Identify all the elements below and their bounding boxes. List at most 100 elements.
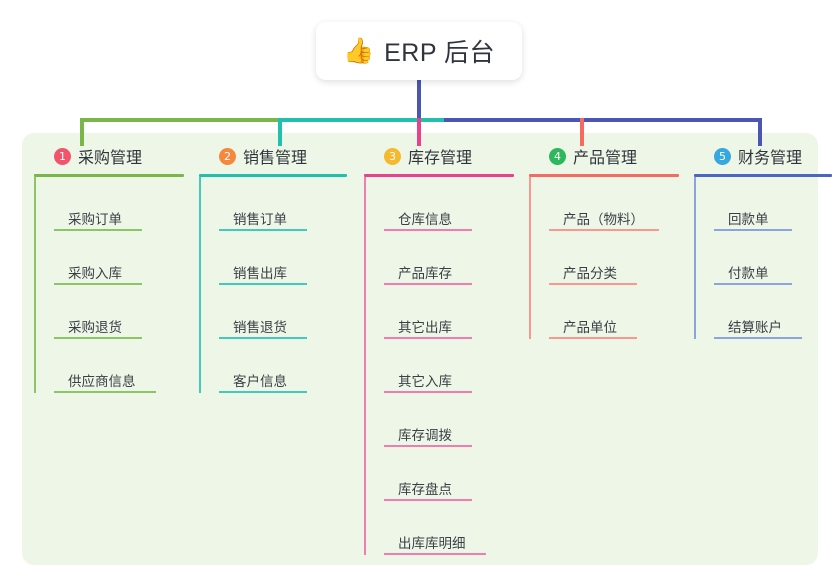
leaf-item-label: 销售订单	[233, 212, 287, 227]
category-header[interactable]: 2 销售管理	[199, 144, 347, 168]
category-title: 产品管理	[573, 150, 638, 167]
leaf-underline	[714, 283, 792, 285]
category-title: 库存管理	[408, 150, 473, 167]
branch-spine	[199, 177, 201, 393]
leaf-item[interactable]: 库存调拨	[384, 393, 514, 447]
category-title: 采购管理	[78, 150, 143, 167]
leaf-item[interactable]: 回款单	[714, 177, 832, 231]
leaf-item[interactable]: 销售退货	[219, 285, 347, 339]
leaf-item-label: 采购订单	[68, 212, 122, 227]
leaf-item[interactable]: 销售出库	[219, 231, 347, 285]
leaf-item[interactable]: 采购订单	[54, 177, 184, 231]
category-header[interactable]: 1 采购管理	[34, 144, 184, 168]
leaf-underline	[384, 229, 472, 231]
category-underline	[694, 174, 832, 177]
leaf-underline	[384, 553, 486, 555]
leaf-underline	[549, 337, 637, 339]
category-title: 销售管理	[243, 150, 308, 167]
category-number-badge: 2	[219, 147, 236, 165]
category-title: 财务管理	[738, 150, 803, 167]
category-number-badge: 1	[54, 147, 71, 165]
connector-drop	[278, 118, 282, 146]
leaf-underline	[54, 337, 142, 339]
leaf-item[interactable]: 产品（物料）	[549, 177, 679, 231]
leaf-item-label: 结算账户	[728, 320, 782, 335]
leaf-item[interactable]: 采购退货	[54, 285, 184, 339]
leaf-item[interactable]: 产品单位	[549, 285, 679, 339]
leaf-item[interactable]: 结算账户	[714, 285, 832, 339]
leaf-item-label: 产品单位	[563, 320, 617, 335]
branch-spine	[529, 177, 531, 339]
leaf-item[interactable]: 销售订单	[219, 177, 347, 231]
category-column: 2 销售管理销售订单销售出库销售退货客户信息	[199, 144, 347, 393]
category-header[interactable]: 3 库存管理	[364, 144, 514, 168]
leaf-underline	[549, 229, 659, 231]
leaf-item-label: 库存调拨	[398, 428, 452, 443]
leaf-item-label: 回款单	[728, 212, 769, 227]
leaf-underline	[54, 391, 156, 393]
leaf-underline	[384, 499, 472, 501]
leaf-item-label: 采购入库	[68, 266, 122, 281]
connector-drop	[80, 118, 84, 146]
leaf-underline	[549, 283, 637, 285]
leaf-item[interactable]: 仓库信息	[384, 177, 514, 231]
category-number-badge: 5	[714, 147, 731, 165]
leaf-underline	[384, 445, 472, 447]
category-underline	[199, 174, 347, 177]
leaf-underline	[219, 337, 307, 339]
category-column: 3 库存管理仓库信息产品库存其它出库其它入库库存调拨库存盘点出库库明细	[364, 144, 514, 555]
leaf-item[interactable]: 其它出库	[384, 285, 514, 339]
leaf-item[interactable]: 付款单	[714, 231, 832, 285]
leaf-underline	[714, 337, 802, 339]
leaf-item[interactable]: 其它入库	[384, 339, 514, 393]
leaf-item-label: 其它入库	[398, 374, 452, 389]
leaf-underline	[384, 391, 472, 393]
leaf-item-label: 销售退货	[233, 320, 287, 335]
thumbs-up-icon: 👍	[342, 36, 375, 65]
category-column: 1 采购管理采购订单采购入库采购退货供应商信息	[34, 144, 184, 393]
category-branch: 采购订单采购入库采购退货供应商信息	[34, 177, 184, 393]
leaf-underline	[384, 283, 472, 285]
category-underline	[34, 174, 184, 177]
category-number-badge: 3	[384, 147, 401, 165]
leaf-item-label: 产品库存	[398, 266, 452, 281]
leaf-item-label: 产品（物料）	[563, 212, 644, 227]
leaf-item[interactable]: 库存盘点	[384, 447, 514, 501]
leaf-item-label: 采购退货	[68, 320, 122, 335]
leaf-item-label: 产品分类	[563, 266, 617, 281]
branch-spine	[34, 177, 36, 393]
leaf-item[interactable]: 客户信息	[219, 339, 347, 393]
leaf-item-label: 其它出库	[398, 320, 452, 335]
category-branch: 产品（物料） 产品分类产品单位	[529, 177, 679, 339]
leaf-underline	[54, 229, 142, 231]
leaf-item[interactable]: 产品分类	[549, 231, 679, 285]
root-stem	[417, 80, 421, 118]
leaf-underline	[714, 229, 792, 231]
leaf-underline	[219, 229, 307, 231]
leaf-item-label: 销售出库	[233, 266, 287, 281]
root-node[interactable]: 👍 ERP 后台	[316, 22, 522, 80]
leaf-item-label: 供应商信息	[68, 374, 136, 389]
leaf-item[interactable]: 采购入库	[54, 231, 184, 285]
root-node-title: ERP 后台	[384, 39, 496, 67]
leaf-item[interactable]: 出库库明细	[384, 501, 514, 555]
category-header[interactable]: 5 财务管理	[694, 144, 832, 168]
category-underline	[364, 174, 514, 177]
category-underline	[529, 174, 679, 177]
connector-drop	[417, 118, 421, 146]
leaf-underline	[384, 337, 472, 339]
category-branch: 销售订单销售出库销售退货客户信息	[199, 177, 347, 393]
leaf-item-label: 出库库明细	[398, 536, 466, 551]
category-number-badge: 4	[549, 147, 566, 165]
leaf-item[interactable]: 供应商信息	[54, 339, 184, 393]
category-column: 4 产品管理产品（物料） 产品分类产品单位	[529, 144, 679, 339]
leaf-underline	[54, 283, 142, 285]
branch-spine	[694, 177, 696, 339]
leaf-underline	[219, 283, 307, 285]
category-branch: 仓库信息产品库存其它出库其它入库库存调拨库存盘点出库库明细	[364, 177, 514, 555]
category-branch: 回款单付款单结算账户	[694, 177, 832, 339]
category-header[interactable]: 4 产品管理	[529, 144, 679, 168]
content-panel	[22, 133, 818, 565]
leaf-item[interactable]: 产品库存	[384, 231, 514, 285]
